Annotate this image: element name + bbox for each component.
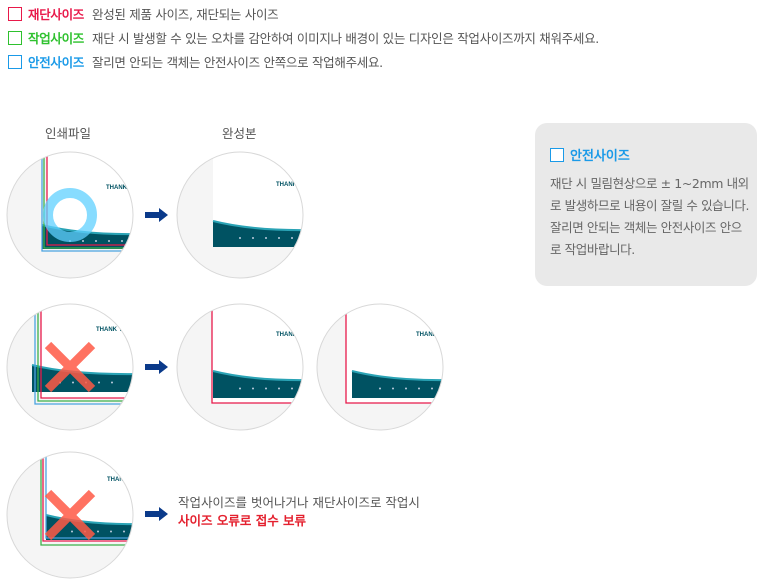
sample-text: THANK <box>276 332 298 338</box>
safe-line <box>45 452 133 539</box>
detail-circle: THANK <box>177 152 303 278</box>
work-line <box>37 304 133 402</box>
dot <box>108 240 110 242</box>
band-highlight <box>212 370 303 382</box>
x-mark-icon <box>44 341 96 393</box>
dot <box>265 237 267 239</box>
safe-size-swatch <box>550 147 564 162</box>
dot <box>121 240 123 242</box>
circle-border <box>6 303 134 431</box>
dot <box>97 530 99 533</box>
dot <box>252 237 254 239</box>
detail-circle: THANK <box>7 152 133 278</box>
finished-label: 완성본 <box>222 126 257 141</box>
dot <box>71 530 73 533</box>
cut-line <box>40 304 133 399</box>
work-size-desc: 재단 시 발생할 수 있는 오차를 감안하여 이미지나 배경이 있는 디자인은 … <box>92 31 599 46</box>
arrow-right-icon <box>145 360 168 374</box>
dot <box>431 387 433 390</box>
detail-circle: THANK <box>317 304 443 430</box>
work-size-label: 작업사이즈 <box>28 31 85 46</box>
legend-cut-size: 재단사이즈 완성된 제품 사이즈, 재단되는 사이즈 <box>8 4 279 23</box>
error-line2: 사이즈 오류로 접수 보류 <box>178 513 307 528</box>
dot <box>110 530 112 533</box>
band <box>42 225 133 249</box>
x-mark-icon <box>44 489 96 541</box>
cut-line <box>46 152 133 246</box>
circle-border <box>316 303 444 431</box>
dot <box>418 387 420 390</box>
arrow-right-icon <box>145 507 168 521</box>
legend-safe-size: 안전사이즈 잘리면 안되는 객체는 안전사이즈 안쪽으로 작업해주세요. <box>8 52 383 71</box>
cut-size-label: 재단사이즈 <box>28 7 85 22</box>
dot <box>123 530 125 533</box>
work-line <box>40 452 133 546</box>
cut-size-swatch <box>8 6 22 21</box>
dot <box>111 381 113 384</box>
safe-size-desc: 잘리면 안되는 객체는 안전사이즈 안쪽으로 작업해주세요. <box>92 55 383 70</box>
dot <box>405 387 407 390</box>
safe-line <box>41 152 133 252</box>
print-file-label: 인쇄파일 <box>45 126 92 141</box>
cut-line <box>42 452 133 542</box>
sample-text: THANK <box>107 477 129 483</box>
sample-text: THANK <box>276 182 298 188</box>
dot <box>252 387 254 390</box>
dot <box>291 237 293 239</box>
circle-border <box>176 303 304 431</box>
band <box>213 221 303 247</box>
dot <box>291 387 293 390</box>
sample-text: THANK <box>106 185 128 191</box>
arrow-right-icon <box>145 208 168 222</box>
cut-line <box>211 304 303 404</box>
sample-text: THANK <box>416 332 438 338</box>
band <box>213 371 303 398</box>
circle-border <box>176 151 304 279</box>
dot <box>278 237 280 239</box>
work-size-swatch <box>8 30 22 45</box>
band <box>352 371 443 398</box>
detail-circle: THANK <box>177 304 303 430</box>
work-line <box>43 152 133 249</box>
dot <box>72 381 74 384</box>
circle-border <box>6 151 134 279</box>
detail-circle: THANK Y <box>7 304 133 430</box>
error-line1: 작업사이즈를 벗어나거나 재단사이즈로 작업시 <box>178 495 420 510</box>
band-highlight <box>212 220 303 232</box>
dot <box>278 387 280 390</box>
sample-text: THANK Y <box>96 327 123 333</box>
safe-line <box>34 304 133 405</box>
error-message: 작업사이즈를 벗어나거나 재단사이즈로 작업시 사이즈 오류로 접수 보류 <box>178 494 420 530</box>
dot <box>392 387 394 390</box>
dot <box>82 240 84 242</box>
legend-work-size: 작업사이즈 재단 시 발생할 수 있는 오차를 감안하여 이미지나 배경이 있는… <box>8 28 599 47</box>
safe-size-swatch <box>8 54 22 69</box>
dot <box>265 387 267 390</box>
dot <box>98 381 100 384</box>
note-title: 안전사이즈 <box>570 149 630 164</box>
safe-size-note: 안전사이즈 재단 시 밀림현상으로 ± 1~2mm 내외로 발생하므로 내용이 … <box>535 123 757 286</box>
note-body: 재단 시 밀림현상으로 ± 1~2mm 내외로 발생하므로 내용이 잘릴 수 있… <box>550 176 750 257</box>
dot <box>379 387 381 390</box>
band-highlight <box>351 370 443 382</box>
circle-border <box>6 451 134 579</box>
dot <box>95 240 97 242</box>
cut-line <box>345 304 443 404</box>
dot <box>239 387 241 390</box>
band-highlight <box>45 514 133 526</box>
safe-size-label: 안전사이즈 <box>28 55 85 70</box>
cut-size-desc: 완성된 제품 사이즈, 재단되는 사이즈 <box>92 7 279 22</box>
safe-area-highlight <box>43 188 97 242</box>
dot <box>239 237 241 239</box>
